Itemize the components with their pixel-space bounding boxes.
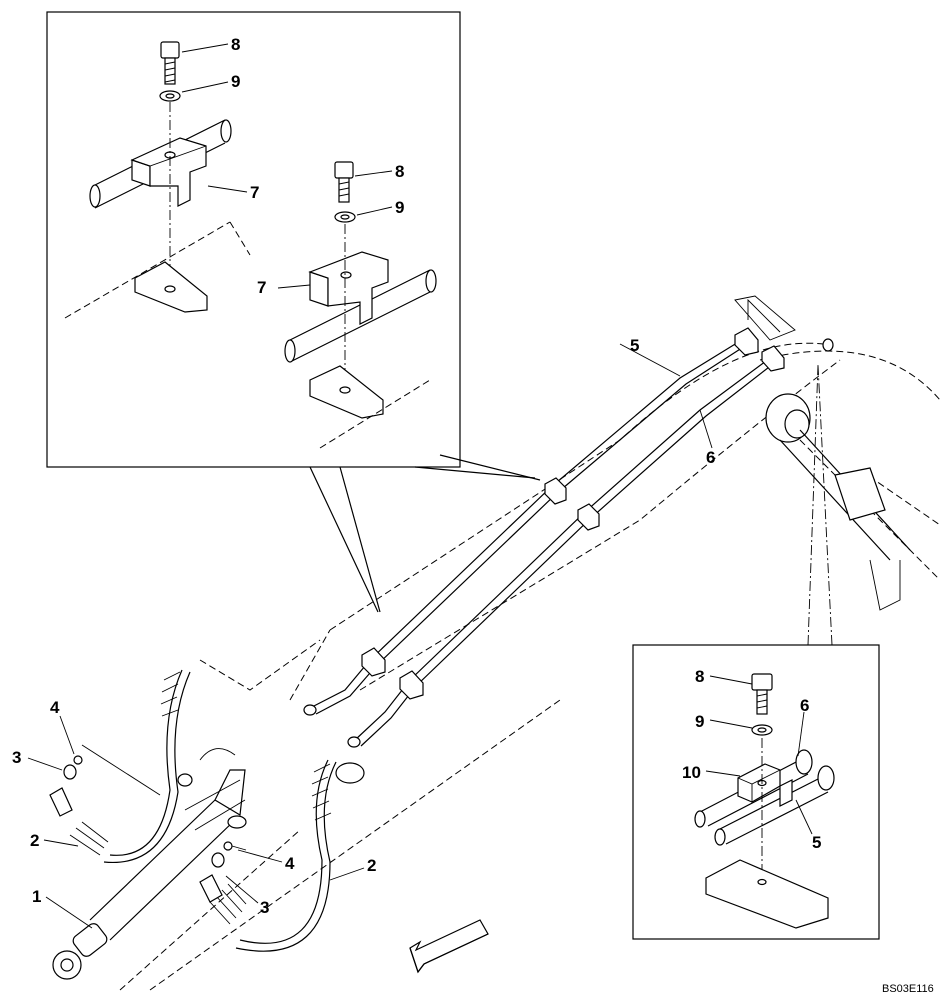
callout-clamp: 10 (682, 763, 701, 782)
arm-cylinder (52, 748, 247, 980)
callout-o-ring: 4 (50, 698, 60, 717)
callout-pipe-lower: 5 (812, 833, 821, 852)
bolt-icon (160, 41, 180, 85)
adapter-right (199, 852, 225, 903)
callout-hose: 2 (367, 856, 376, 875)
hose-right (209, 759, 365, 952)
washer-icon (334, 211, 356, 223)
adapter-left (49, 764, 77, 817)
callout-bolt: 8 (395, 162, 404, 181)
callout-clamp: 7 (257, 278, 266, 297)
bolt-icon (751, 673, 773, 715)
direction-arrow-icon (409, 919, 489, 974)
callout-cylinder: 1 (32, 887, 41, 906)
callout-bolt: 8 (231, 35, 240, 54)
callout-adapter: 3 (12, 748, 21, 767)
boom-pipe-lower (354, 357, 771, 741)
callout-washer: 9 (395, 198, 404, 217)
clamp-assembly-lower (284, 161, 437, 449)
drawing-code: BS03E116 (882, 983, 934, 995)
callout-o-ring: 4 (285, 854, 295, 873)
o-ring-left (73, 755, 83, 765)
washer-icon (751, 724, 773, 736)
callout-pipe-upper: 5 (630, 336, 639, 355)
washer-icon (159, 90, 181, 102)
callout-adapter: 3 (260, 898, 269, 917)
boom-pipe-upper (309, 337, 746, 709)
callout-pipe-lower: 6 (706, 448, 715, 467)
callout-bolt: 8 (695, 667, 704, 686)
detail-inset-top-left (46, 11, 541, 613)
boom-cylinder-right (765, 393, 911, 611)
boom-clamp (361, 327, 785, 700)
detail-inset-bottom-right (632, 364, 880, 940)
hose-left (69, 669, 191, 864)
callout-clamp: 7 (250, 183, 259, 202)
clamp-assembly-upper (64, 41, 251, 319)
callout-pipe-upper: 6 (800, 696, 809, 715)
o-ring-right (223, 841, 233, 851)
callout-washer: 9 (695, 712, 704, 731)
boom-assembly (27, 295, 941, 991)
callout-washer: 9 (231, 72, 240, 91)
callout-hose: 2 (30, 831, 39, 850)
bolt-icon (334, 161, 354, 203)
